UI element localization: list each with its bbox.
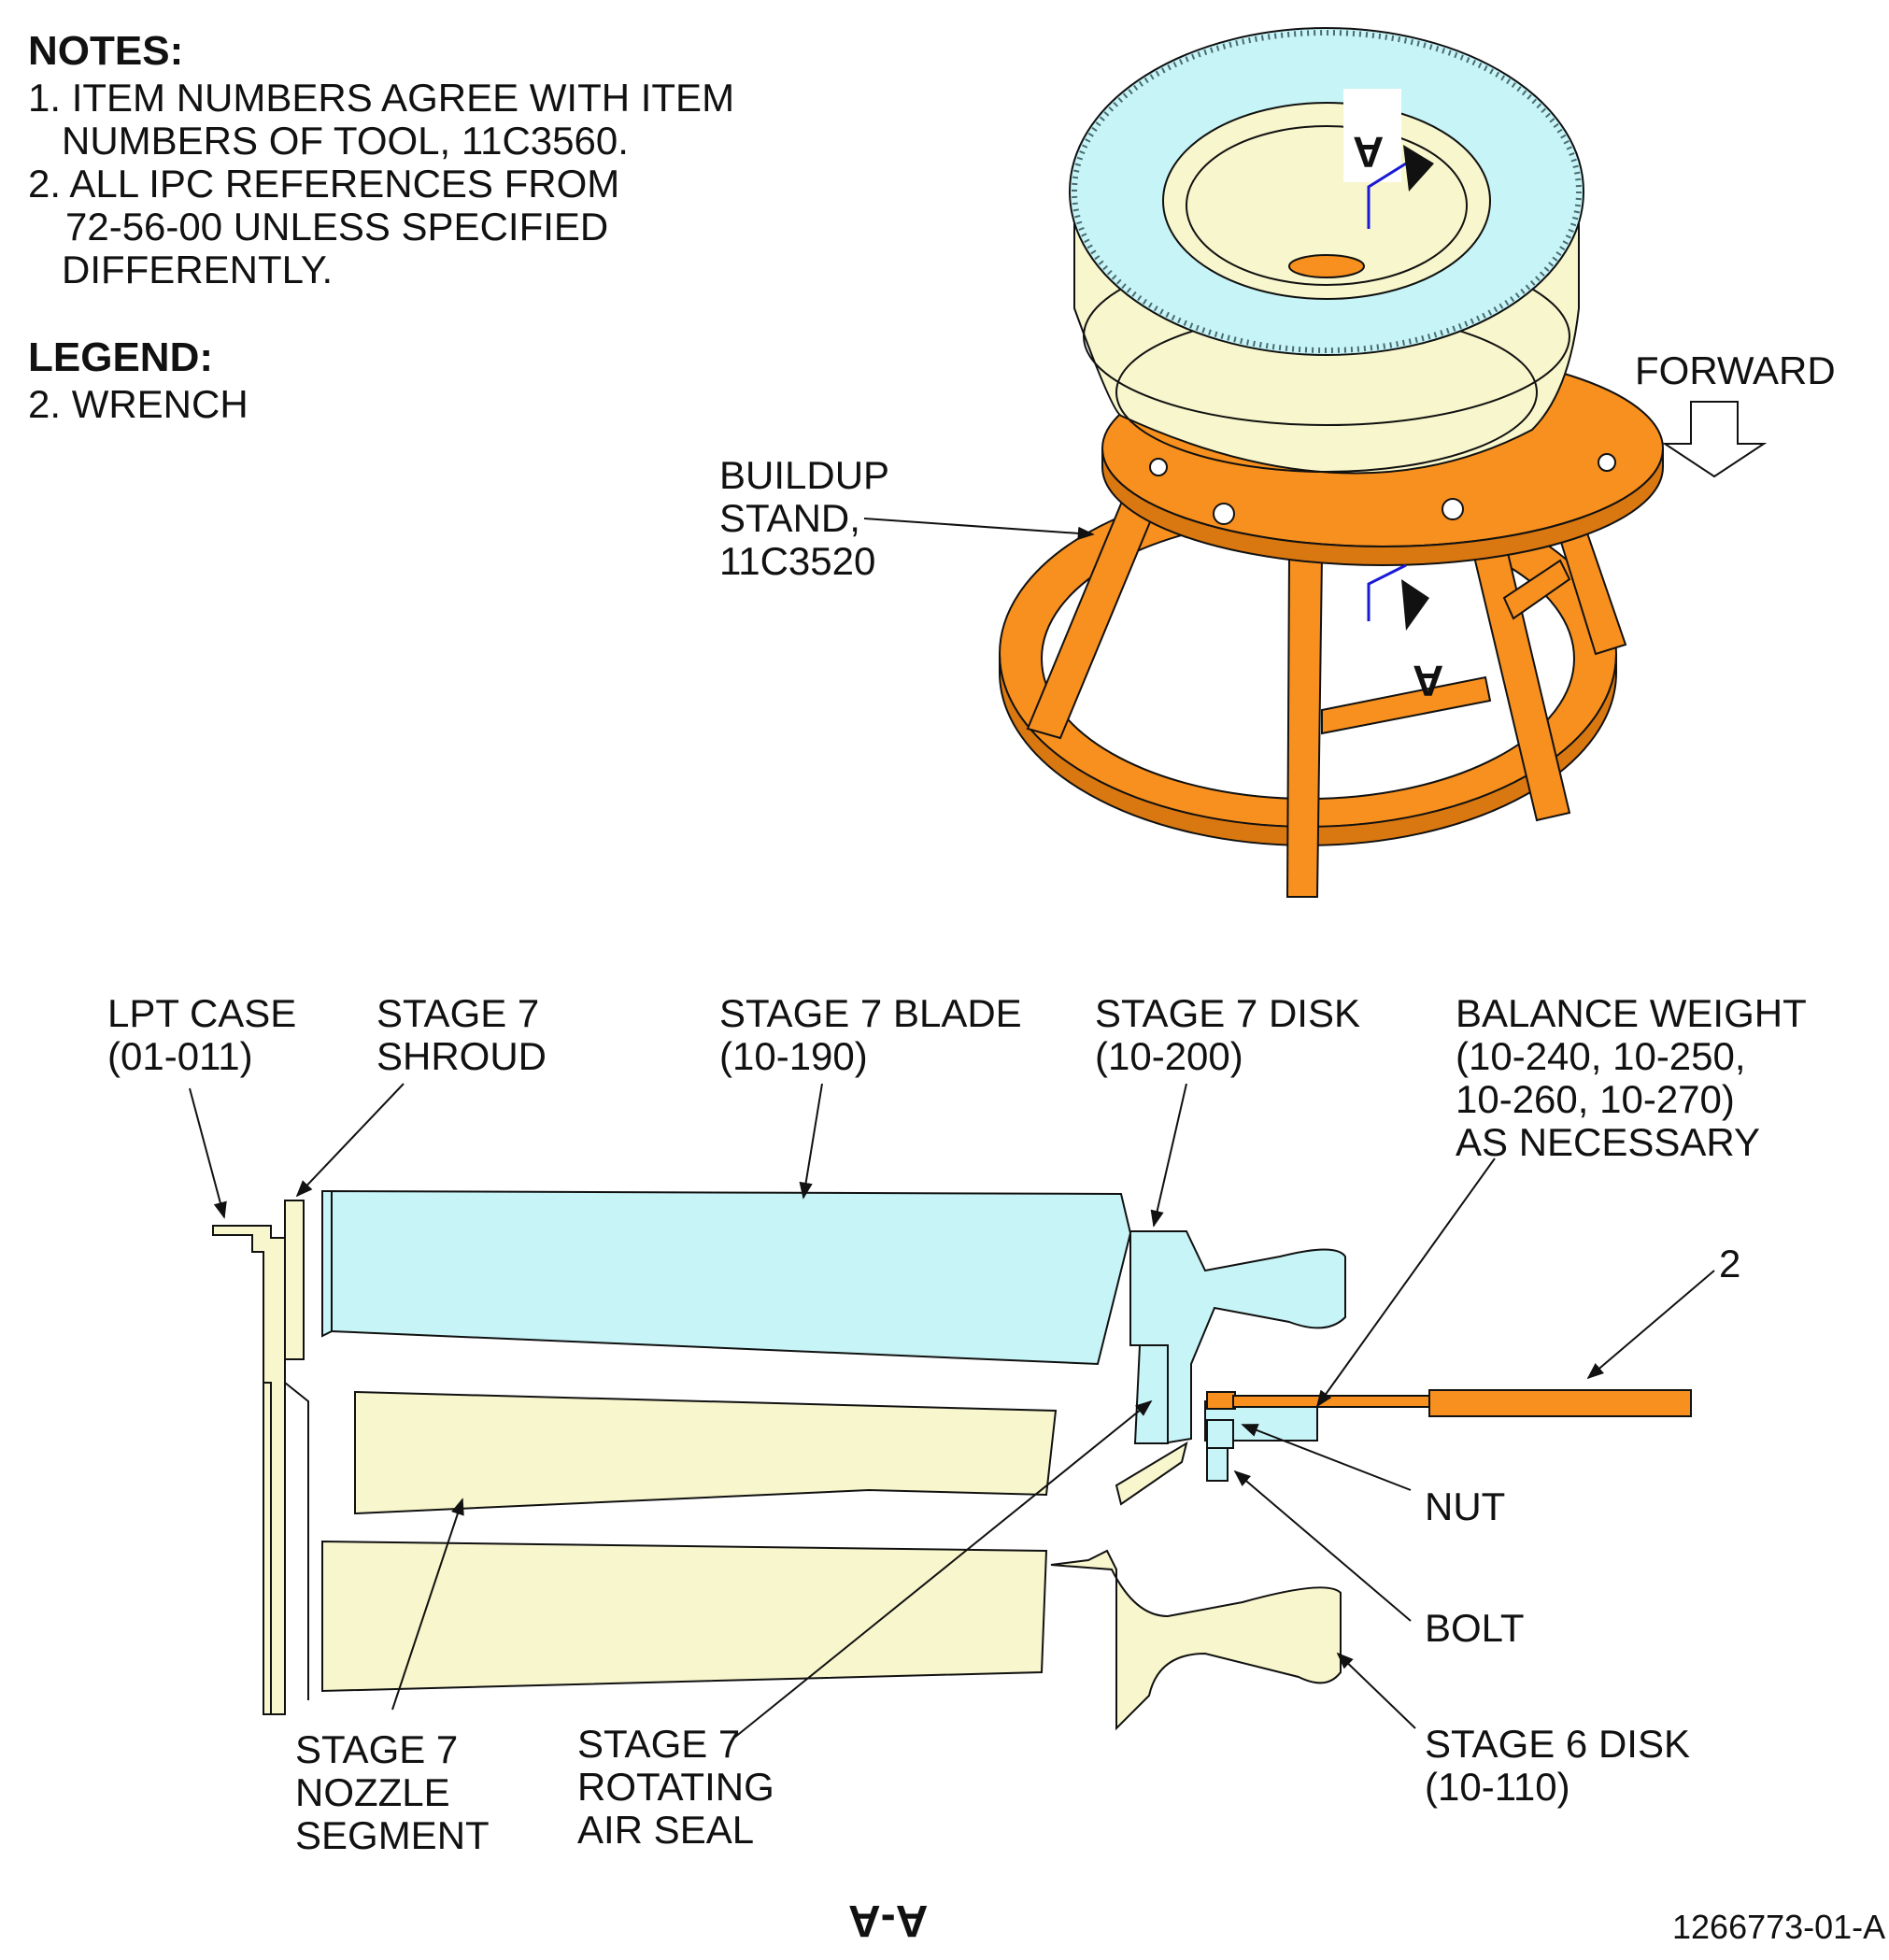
section-title: A-A — [848, 1896, 929, 1945]
forward-arrow-icon — [1661, 401, 1768, 478]
stage6-disk-label: STAGE 6 DISK (10-110) — [1425, 1722, 1690, 1809]
stand-brace-right — [1502, 559, 1571, 620]
stage7-nozzle — [354, 1390, 1058, 1515]
stage6-vane — [321, 1540, 1048, 1693]
leader-lines — [189, 1083, 1715, 1739]
notes-heading: NOTES: — [28, 28, 184, 74]
section-view — [212, 1189, 1692, 1731]
note-1-cont: NUMBERS OF TOOL, 11C3560. — [62, 119, 629, 163]
note-2: 2. ALL IPC REFERENCES FROM — [28, 162, 620, 206]
stand-brace-front — [1321, 675, 1492, 735]
buildup-stand-label: BUILDUP STAND, 11C3520 — [719, 453, 890, 583]
stage7-disk-label: STAGE 7 DISK (10-200) — [1095, 991, 1360, 1078]
note-1: 1. ITEM NUMBERS AGREE WITH ITEM — [28, 76, 735, 120]
balance-weight-label: BALANCE WEIGHT (10-240, 10-250, 10-260, … — [1456, 991, 1807, 1164]
forward-label: FORWARD — [1635, 348, 1836, 392]
stand-leg-front — [1285, 555, 1324, 898]
lpt-case — [212, 1225, 286, 1715]
figure-id: 1266773-01-A — [1672, 1908, 1886, 1946]
section-cut-marks — [1343, 89, 1434, 631]
note-2-cont: 72-56-00 UNLESS SPECIFIED — [65, 205, 609, 249]
nut — [1206, 1419, 1234, 1449]
stage7-shroud — [284, 1200, 305, 1360]
stage7-air-seal-label: STAGE 7 ROTATING AIR SEAL — [577, 1722, 774, 1852]
bolt-label: BOLT — [1425, 1606, 1525, 1650]
legend-heading: LEGEND: — [28, 334, 213, 380]
lpt-module — [1069, 27, 1584, 475]
wrench-number-label: 2 — [1719, 1242, 1741, 1285]
stage7-blade — [331, 1189, 1132, 1366]
note-2-cont2: DIFFERENTLY. — [62, 248, 334, 291]
stage7-disk — [1129, 1230, 1346, 1445]
stage7-blade-label: STAGE 7 BLADE (10-190) — [719, 991, 1022, 1078]
stage6-disk — [1050, 1549, 1342, 1731]
legend-item: 2. WRENCH — [28, 382, 249, 426]
stand-top-plate-side — [1101, 447, 1664, 566]
stand-base-ring-side — [999, 653, 1617, 846]
lpt-case-label: LPT CASE (01-011) — [107, 991, 297, 1078]
bolt — [1206, 1447, 1229, 1482]
nut-label: NUT — [1425, 1484, 1506, 1528]
stage7-shroud-label: STAGE 7 SHROUD — [376, 991, 547, 1078]
stage7-nozzle-label: STAGE 7 NOZZLE SEGMENT — [295, 1727, 490, 1857]
section-mark-top: A — [1353, 128, 1385, 177]
stage7-air-seal — [1133, 1344, 1169, 1444]
section-mark-bottom: A — [1413, 657, 1444, 705]
